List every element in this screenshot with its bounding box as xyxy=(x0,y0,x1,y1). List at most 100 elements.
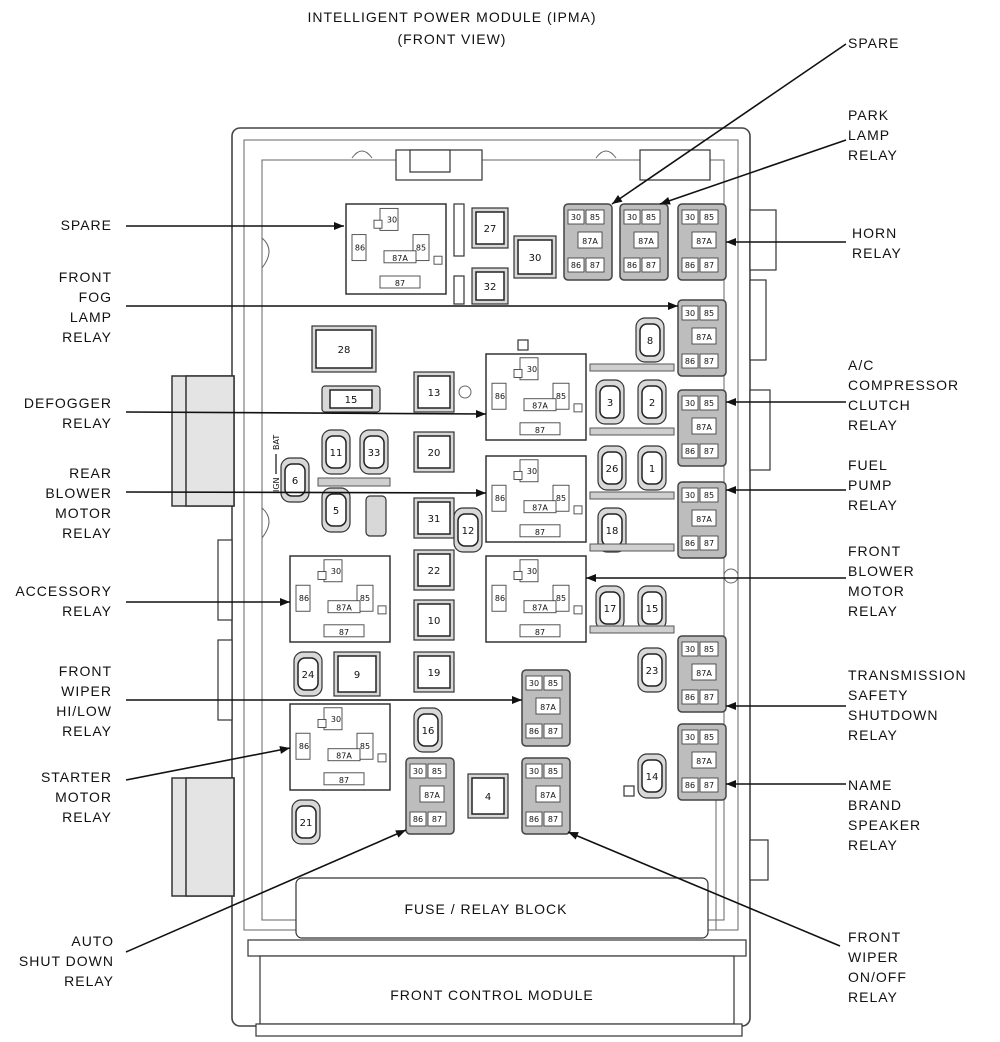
relay-pin-85: 85 xyxy=(556,392,566,401)
relay-pin-87: 87 xyxy=(704,447,714,456)
fuse-27: 27 xyxy=(471,207,509,249)
relay-pin-87: 87 xyxy=(535,528,545,537)
relay-pin-86: 86 xyxy=(495,392,505,401)
relay-pin-87a: 87A xyxy=(696,757,712,766)
left-label-rear-blower-motor-relay: BLOWER xyxy=(45,485,112,501)
right-label-front-wiper-on-off-relay: RELAY xyxy=(848,989,898,1005)
left-label-front-fog-lamp-relay: RELAY xyxy=(62,329,112,345)
relay-pin-87a: 87A xyxy=(336,752,352,761)
mini-fuse-17: 17 xyxy=(595,585,625,631)
left-label-front-wiper-hi-low-relay: HI/LOW xyxy=(56,703,112,719)
fuse-number: 1 xyxy=(649,464,655,475)
fuse-13: 13 xyxy=(413,371,455,413)
spare-fuse-slot xyxy=(517,339,529,351)
left-label-defogger-relay: DEFOGGER xyxy=(24,395,112,411)
fuse-number: 4 xyxy=(485,792,491,803)
relay-pin-87a: 87A xyxy=(582,237,598,246)
left-label-front-fog-lamp-relay: LAMP xyxy=(70,309,112,325)
transmission-safety-callout xyxy=(726,702,846,710)
mini-fuse-26: 26 xyxy=(597,445,627,491)
spare-fuse-slot xyxy=(623,785,635,797)
right-label-front-blower-motor-relay: RELAY xyxy=(848,603,898,619)
fuse-number: 21 xyxy=(300,818,313,829)
auto-shut-down-callout xyxy=(125,829,407,953)
name-brand-speaker-callout xyxy=(726,780,846,788)
relay-pin-30: 30 xyxy=(627,213,637,222)
starter-motor-callout xyxy=(125,745,291,781)
spare-left-callout xyxy=(126,222,344,230)
left-label-starter-motor-relay: RELAY xyxy=(62,809,112,825)
relay-pin-87: 87 xyxy=(432,815,442,824)
left-label-accessory-relay: RELAY xyxy=(62,603,112,619)
relay-pin-30: 30 xyxy=(413,767,423,776)
bat-label: BAT xyxy=(272,435,281,450)
front-blower-callout xyxy=(586,574,846,582)
relay-pin-87: 87 xyxy=(590,261,600,270)
relay-pin-85: 85 xyxy=(704,309,714,318)
left-label-front-fog-lamp-relay: FRONT xyxy=(59,269,112,285)
relay-pin-86: 86 xyxy=(413,815,423,824)
relay-pin-86: 86 xyxy=(685,539,695,548)
relay-pin-87: 87 xyxy=(535,426,545,435)
relay-pin-86: 86 xyxy=(685,357,695,366)
fuse-number: 3 xyxy=(607,398,613,409)
fuse-number: 9 xyxy=(354,670,360,681)
relay-pin-86: 86 xyxy=(627,261,637,270)
fuse-32: 32 xyxy=(471,267,509,305)
relay-pin-30: 30 xyxy=(527,567,537,576)
mini-fuse-21: 21 xyxy=(291,799,321,845)
relay-pin-87: 87 xyxy=(339,776,349,785)
right-label-transmission-safety-shutdown-relay: SHUTDOWN xyxy=(848,707,938,723)
fuse-relay-block: FUSE / RELAY BLOCK xyxy=(295,877,709,939)
relay-pin-30: 30 xyxy=(529,767,539,776)
right-label-name-brand-speaker-relay: SPEAKER xyxy=(848,817,921,833)
fuse-number: 19 xyxy=(428,668,441,679)
rear-blower-callout xyxy=(125,488,487,497)
relay-pin-87: 87 xyxy=(339,628,349,637)
relay-pin-30: 30 xyxy=(571,213,581,222)
right-label-park-lamp-relay: LAMP xyxy=(848,127,890,143)
relay-pin-87a: 87A xyxy=(532,402,548,411)
relay-pin-30: 30 xyxy=(685,309,695,318)
right-label-front-blower-motor-relay: BLOWER xyxy=(848,563,915,579)
left-label-front-wiper-hi-low-relay: WIPER xyxy=(61,683,112,699)
relay-pin-87: 87 xyxy=(548,727,558,736)
fuse-4: 4 xyxy=(467,773,509,819)
relay-pin-87: 87 xyxy=(704,693,714,702)
park-lamp-callout xyxy=(659,139,847,205)
relay-pin-87: 87 xyxy=(704,539,714,548)
relay-pin-30: 30 xyxy=(685,645,695,654)
relay-pin-87a: 87A xyxy=(532,604,548,613)
right-label-transmission-safety-shutdown-relay: TRANSMISSION xyxy=(848,667,967,683)
fuse-number: 12 xyxy=(462,526,475,537)
bus-bar xyxy=(589,543,675,552)
mini-fuse-5: 5 xyxy=(321,487,351,533)
relay-pin-86: 86 xyxy=(495,494,505,503)
mini-fuse-16: 16 xyxy=(413,707,443,753)
mini-fuse-3: 3 xyxy=(595,379,625,425)
fuse-19: 19 xyxy=(413,651,455,693)
relay-pin-87a: 87A xyxy=(696,237,712,246)
relay-pin-85: 85 xyxy=(548,679,558,688)
mini-fuse-24: 24 xyxy=(293,651,323,697)
left-label-accessory-relay: ACCESSORY xyxy=(15,583,112,599)
fuse-relay-block-label: FUSE / RELAY BLOCK xyxy=(405,901,568,917)
ign-label: IGN xyxy=(272,477,281,492)
relay-pin-87a: 87A xyxy=(696,515,712,524)
relay-pin-30: 30 xyxy=(685,399,695,408)
fuse-number: 24 xyxy=(302,670,315,681)
right-label-ac-compressor-clutch-relay: COMPRESSOR xyxy=(848,377,959,393)
right-label-front-wiper-on-off-relay: WIPER xyxy=(848,949,899,965)
fuse-number: 17 xyxy=(604,604,617,615)
fuse-9: 9 xyxy=(333,651,381,697)
fuse-number: 8 xyxy=(647,336,653,347)
